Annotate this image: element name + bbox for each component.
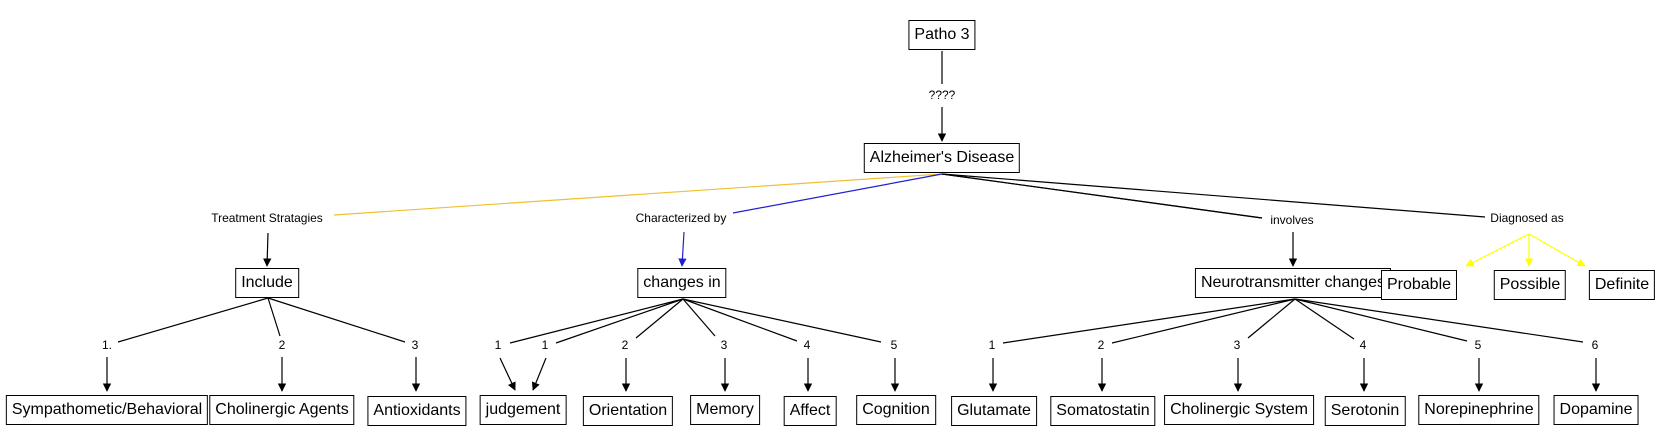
link-label-nt-6[interactable]: 6 — [1589, 338, 1601, 352]
link-changes-3 — [682, 298, 716, 337]
arrow-changes-1a — [499, 357, 516, 391]
concept-somatostatin[interactable]: Somatostatin — [1050, 396, 1156, 426]
concept-changes-in[interactable]: changes in — [637, 268, 727, 298]
link-changes-1a — [509, 298, 684, 344]
link-diagnosed-probable — [1465, 233, 1530, 267]
link-treatment-strategies — [333, 173, 943, 216]
link-label-diagnosed-as[interactable]: Diagnosed as — [1488, 211, 1566, 225]
concept-cognition[interactable]: Cognition — [856, 395, 936, 425]
link-nt-5 — [1294, 298, 1468, 342]
concept-cholinergic-system[interactable]: Cholinergic System — [1164, 395, 1314, 425]
link-label-nt-5[interactable]: 5 — [1472, 338, 1484, 352]
link-label-nt-3[interactable]: 3 — [1231, 338, 1243, 352]
link-label-changes-4[interactable]: 4 — [801, 338, 813, 352]
link-nt-2 — [1111, 298, 1296, 344]
link-label-root[interactable]: ???? — [926, 88, 958, 102]
concept-norepinephrine[interactable]: Norepinephrine — [1418, 395, 1540, 425]
concept-neurotransmitter-changes[interactable]: Neurotransmitter changes — [1194, 268, 1392, 298]
link-label-characterized-by[interactable]: Characterized by — [633, 211, 729, 225]
link-label-nt-4[interactable]: 4 — [1357, 338, 1369, 352]
concept-memory[interactable]: Memory — [690, 395, 760, 425]
link-nt-3 — [1247, 298, 1296, 339]
link-label-involves[interactable]: involves — [1268, 213, 1316, 227]
link-label-changes-2[interactable]: 2 — [619, 338, 631, 352]
link-characterized-by — [732, 173, 943, 214]
link-label-nt-1[interactable]: 1 — [986, 338, 998, 352]
concept-affect[interactable]: Affect — [783, 396, 837, 426]
concept-alzheimers-disease[interactable]: Alzheimer's Disease — [863, 143, 1021, 173]
arrow-changes-1b — [531, 357, 547, 391]
link-changes-5 — [682, 298, 882, 343]
link-label-changes-3[interactable]: 3 — [718, 338, 730, 352]
link-label-treatment-strategies[interactable]: Treatment Stratagies — [209, 211, 325, 225]
concept-antioxidants[interactable]: Antioxidants — [367, 396, 467, 426]
link-changes-4 — [682, 298, 798, 342]
link-label-changes-1b[interactable]: 1 — [539, 338, 551, 352]
link-diagnosed-definite — [1528, 233, 1586, 267]
link-label-treatment-2[interactable]: 2 — [276, 338, 288, 352]
link-label-treatment-3[interactable]: 3 — [409, 338, 421, 352]
link-changes-1b — [555, 298, 684, 344]
concept-probable[interactable]: Probable — [1380, 270, 1458, 300]
link-treatment-include — [263, 232, 272, 267]
link-nt-4 — [1294, 298, 1355, 340]
link-label-changes-5[interactable]: 5 — [888, 338, 900, 352]
link-changes-2 — [635, 298, 684, 339]
link-involves-b — [941, 173, 1263, 219]
concept-serotonin[interactable]: Serotonin — [1324, 396, 1406, 426]
link-label-treatment-1[interactable]: 1. — [99, 338, 115, 352]
concept-patho-3[interactable]: Patho 3 — [908, 20, 976, 50]
concept-sympathometic-behavioral[interactable]: Sympathometic/Behavioral — [5, 395, 209, 425]
concept-dopamine[interactable]: Dopamine — [1553, 395, 1639, 425]
concept-judgement[interactable]: judgement — [479, 395, 567, 425]
link-include-2 — [267, 297, 281, 337]
link-diagnosed-as — [941, 173, 1486, 218]
link-nt-6 — [1294, 298, 1584, 343]
link-nt-1 — [1002, 298, 1296, 344]
link-label-changes-1a[interactable]: 1 — [492, 338, 504, 352]
link-characterized-changes — [678, 231, 687, 267]
concept-possible[interactable]: Possible — [1493, 270, 1567, 300]
concept-cholinergic-agents[interactable]: Cholinergic Agents — [209, 395, 355, 425]
concept-glutamate[interactable]: Glutamate — [951, 396, 1037, 426]
concept-definite[interactable]: Definite — [1588, 270, 1656, 300]
link-label-nt-2[interactable]: 2 — [1095, 338, 1107, 352]
concept-orientation[interactable]: Orientation — [582, 396, 674, 426]
concept-include[interactable]: Include — [235, 268, 299, 298]
link-include-3 — [267, 297, 406, 343]
link-include-1 — [117, 297, 269, 343]
